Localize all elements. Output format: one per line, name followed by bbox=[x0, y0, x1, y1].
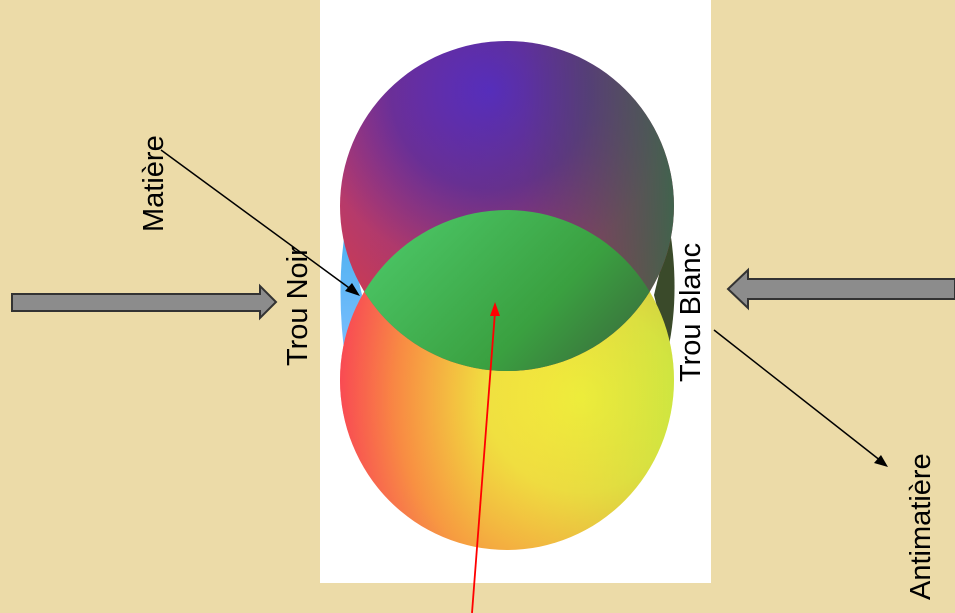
label-trou-noir: Trou Noir bbox=[284, 246, 313, 366]
label-trou-blanc: Trou Blanc bbox=[677, 243, 706, 382]
label-antimatiere: Antimatière bbox=[907, 453, 936, 600]
sphere-pair bbox=[340, 41, 675, 550]
left-thick-arrow bbox=[12, 286, 276, 318]
label-matiere: Matière bbox=[140, 135, 169, 232]
antimatiere-pointer-line bbox=[714, 330, 881, 461]
right-thick-arrow bbox=[728, 270, 955, 308]
